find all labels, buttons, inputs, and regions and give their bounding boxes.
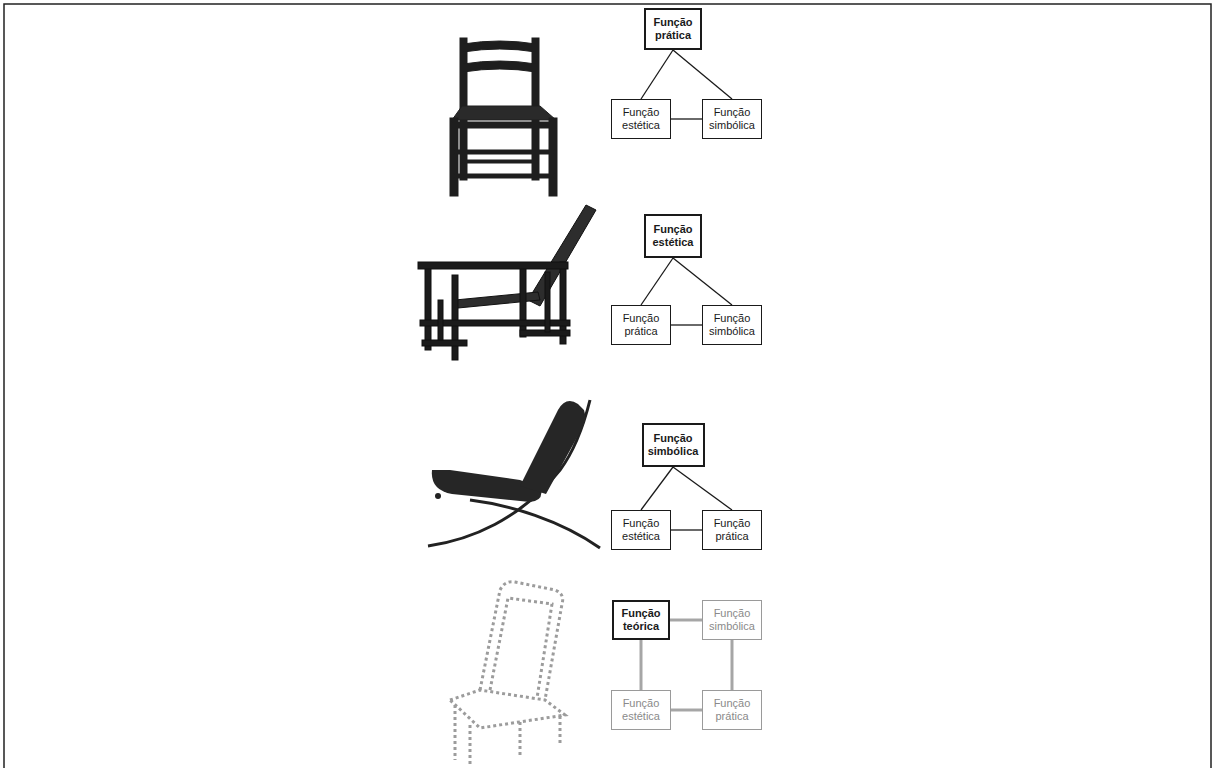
function-label: Função simbólica <box>706 106 758 131</box>
primary-function-box: Função teórica <box>612 600 670 640</box>
connector-line <box>673 50 732 99</box>
connector-line <box>671 709 702 712</box>
function-label: Função simbólica <box>706 607 758 632</box>
primary-function-box: Função estética <box>644 214 702 258</box>
connector-line <box>670 619 702 622</box>
function-label: Função prática <box>615 312 667 337</box>
function-box: Função simbólica <box>702 99 762 139</box>
connector-line <box>671 529 702 530</box>
connector-line <box>671 324 702 325</box>
primary-function-box: Função prática <box>644 8 702 50</box>
function-box: Função simbólica <box>702 305 762 345</box>
connector-line <box>673 467 732 510</box>
primary-function-box: Função simbólica <box>642 423 705 467</box>
function-label: Função estética <box>615 106 667 131</box>
connector-line <box>640 640 643 690</box>
connector-line <box>641 258 673 305</box>
function-label: Função estética <box>615 697 667 722</box>
function-label: Função teórica <box>617 607 665 632</box>
red-blue-chair <box>418 205 596 360</box>
ladder-back-chair <box>450 38 557 196</box>
function-label: Função simbólica <box>647 432 700 457</box>
function-box: Função prática <box>702 510 762 550</box>
function-label: Função estética <box>649 223 697 248</box>
connector-line <box>731 640 734 690</box>
frame <box>4 4 1211 768</box>
function-label: Função estética <box>615 517 667 542</box>
function-label: Função simbólica <box>706 312 758 337</box>
function-box: Função estética <box>611 510 671 550</box>
function-box: Função prática <box>611 305 671 345</box>
function-label: Função prática <box>649 16 697 41</box>
connector-line <box>671 118 702 119</box>
function-box: Função estética <box>611 690 671 730</box>
function-label: Função prática <box>706 697 758 722</box>
connector-line <box>641 50 673 99</box>
connector-line <box>673 258 732 305</box>
function-box: Função estética <box>611 99 671 139</box>
connector-line <box>641 467 673 510</box>
function-box: Função simbólica <box>702 600 762 640</box>
function-box: Função prática <box>702 690 762 730</box>
barcelona-chair <box>428 400 600 548</box>
function-label: Função prática <box>706 517 758 542</box>
dotted-chair <box>450 582 565 765</box>
